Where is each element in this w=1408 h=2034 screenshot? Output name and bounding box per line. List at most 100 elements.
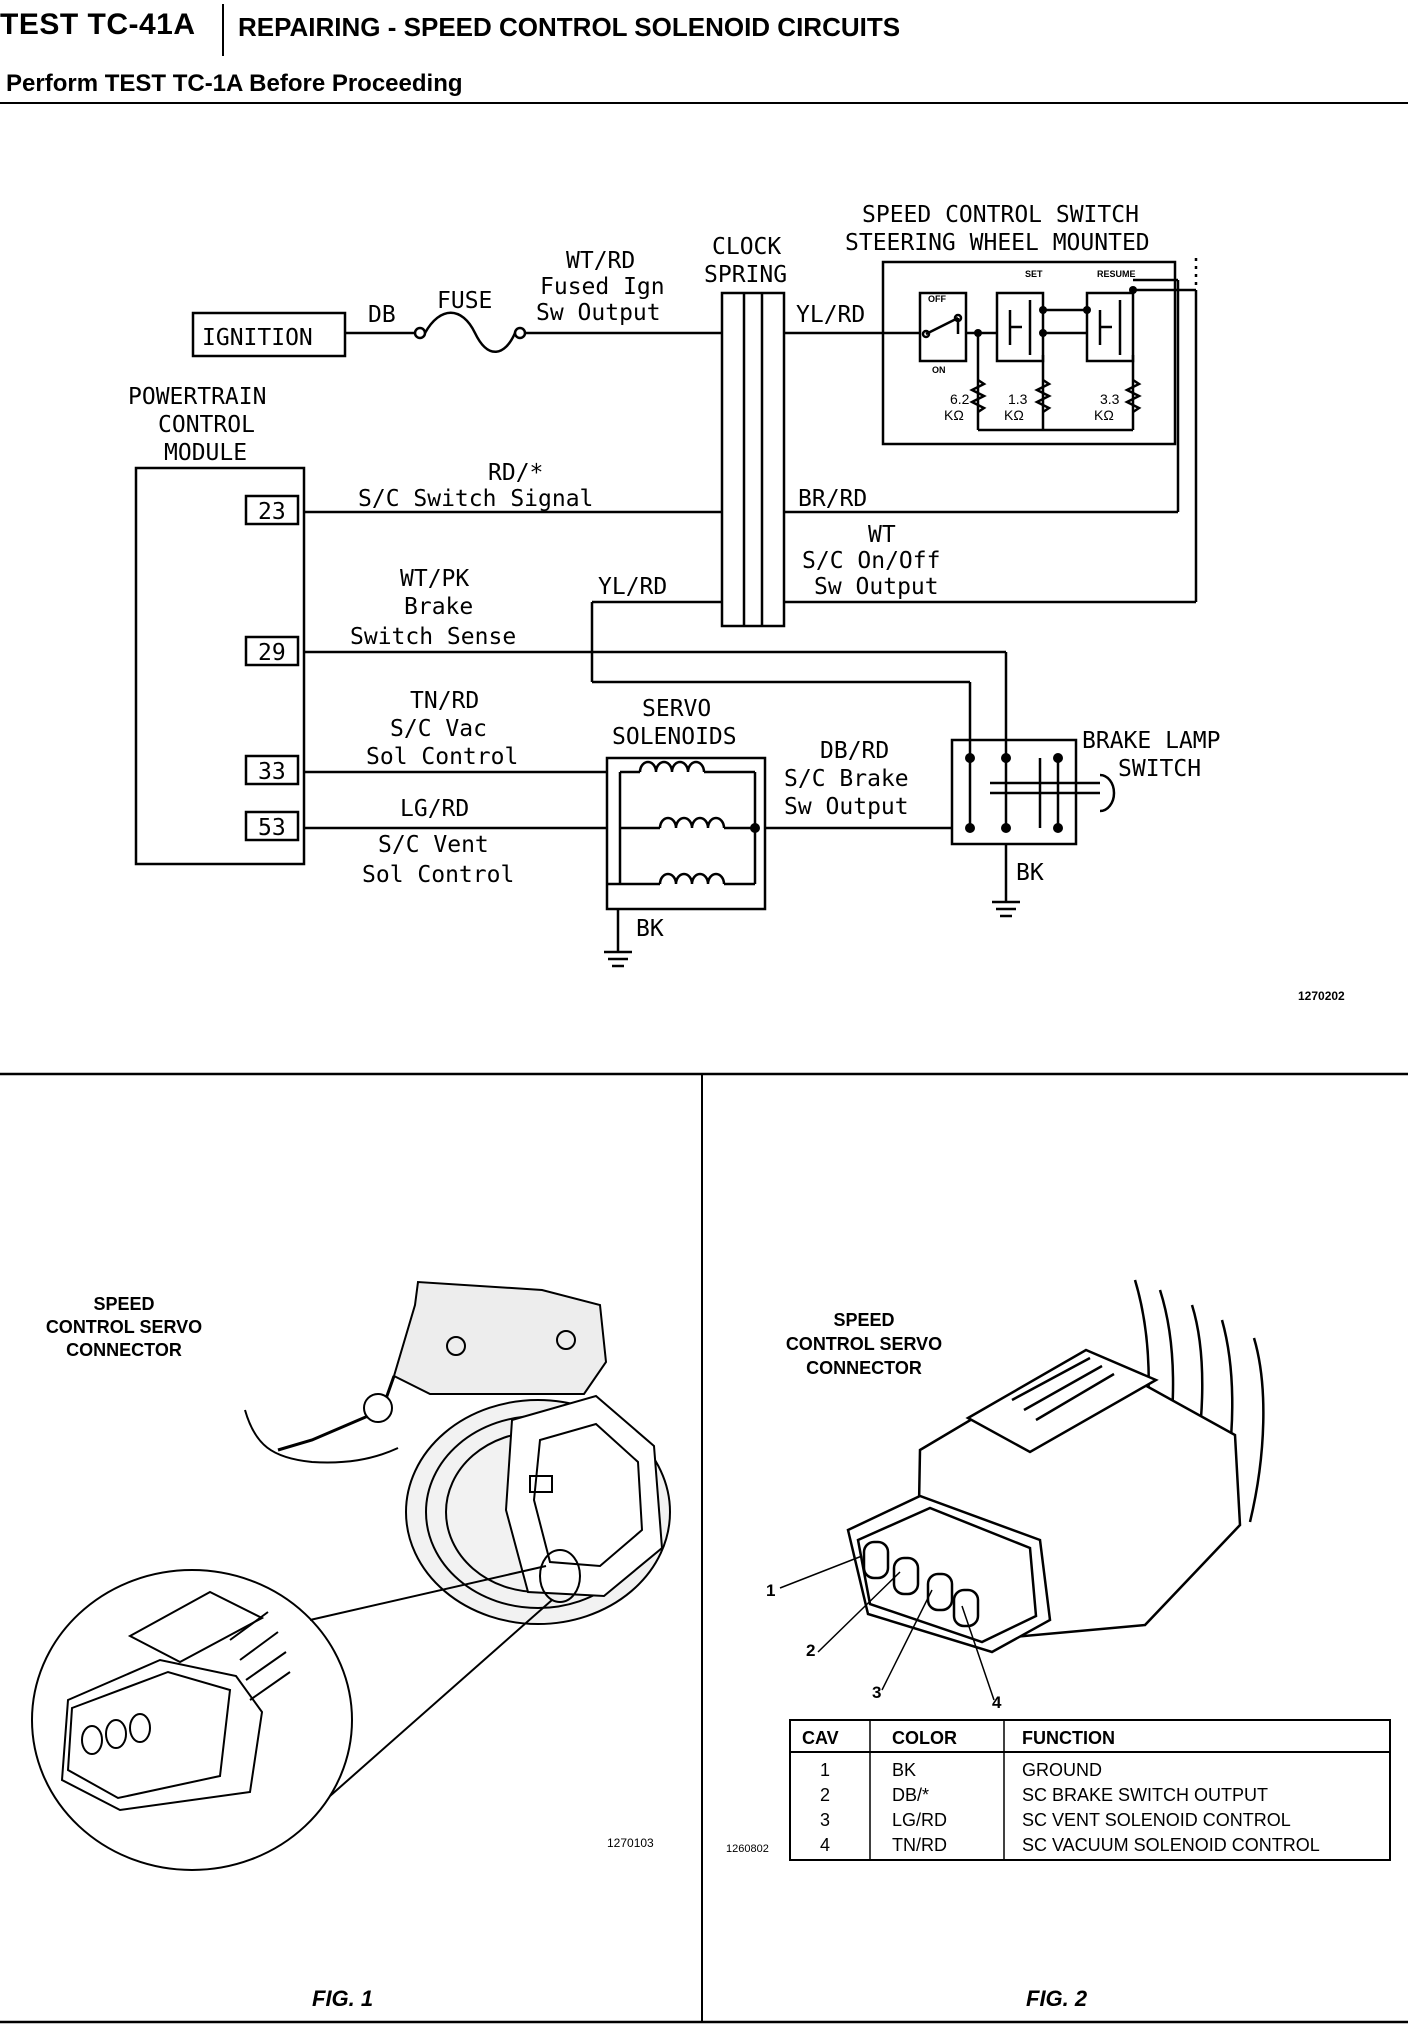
fig1-label-3: CONNECTOR [66, 1340, 182, 1360]
switch-title-2: STEERING WHEEL MOUNTED [845, 230, 1150, 256]
sw-set-label: SET [1025, 269, 1043, 279]
table-cell: LG/RD [892, 1810, 947, 1830]
sw-resume-label: RESUME [1097, 269, 1136, 279]
tn-rd-label: TN/RD [410, 688, 479, 714]
pcm-label-1: POWERTRAIN [128, 384, 266, 410]
table-header-function: FUNCTION [1022, 1728, 1115, 1748]
page-title: REPAIRING - SPEED CONTROL SOLENOID CIRCU… [238, 12, 901, 42]
pin-29: 29 [258, 640, 286, 666]
brake-lamp-label-1: BRAKE LAMP [1082, 728, 1220, 754]
fused-ign-color: WT/RD [566, 248, 635, 274]
r2-unit: KΩ [1004, 407, 1024, 423]
fig2-illustration [779, 1279, 1265, 1701]
sw-on-label: ON [932, 365, 946, 375]
sc-onoff-label-1: S/C On/Off [802, 548, 940, 574]
fig2-label-2: CONTROL SERVO [786, 1334, 942, 1354]
fig2-pin-4: 4 [992, 1693, 1002, 1712]
r1-value: 6.2 [950, 391, 970, 407]
yl-rd-top-label: YL/RD [796, 302, 865, 328]
fig1-label-2: CONTROL SERVO [46, 1317, 202, 1337]
fig2-pin-1: 1 [766, 1581, 775, 1600]
diagram-code: 1270202 [1298, 989, 1345, 1003]
brake-sense-label-1: Brake [404, 594, 473, 620]
ignition-box [191, 311, 347, 358]
table-header-cav: CAV [802, 1728, 839, 1748]
br-rd-label: BR/RD [798, 486, 867, 512]
sc-vent-label-2: Sol Control [362, 862, 514, 888]
r3-unit: KΩ [1094, 407, 1114, 423]
wt-label: WT [868, 522, 896, 548]
fused-ign-label: Fused Ign [540, 274, 665, 300]
header-rule [0, 102, 1408, 104]
clock-label: CLOCK [712, 234, 781, 260]
table-cell: SC BRAKE SWITCH OUTPUT [1022, 1785, 1268, 1805]
fig1-illustration [31, 1280, 671, 1871]
fig1-code: 1270103 [607, 1836, 654, 1850]
cavity-table [789, 1719, 1391, 1861]
spring-label: SPRING [704, 262, 787, 288]
fig2-label-1: SPEED [833, 1310, 894, 1330]
table-cell: SC VENT SOLENOID CONTROL [1022, 1810, 1291, 1830]
db-label: DB [368, 302, 396, 328]
bk-brake-label: BK [1016, 860, 1044, 886]
pcm-label-2: CONTROL [158, 412, 255, 438]
fused-ign-output: Sw Output [536, 300, 661, 326]
table-cell: 2 [820, 1785, 830, 1805]
brake-lamp-label-2: SWITCH [1118, 756, 1201, 782]
sc-vent-label-1: S/C Vent [378, 832, 489, 858]
header-divider [222, 4, 224, 56]
table-cell: 4 [820, 1835, 830, 1855]
pin-33: 33 [258, 759, 286, 785]
rd-star-label: RD/* [488, 460, 543, 486]
table-cell: BK [892, 1760, 916, 1780]
resume-switch [1085, 291, 1135, 363]
pin-23: 23 [258, 499, 286, 525]
servo-label-1: SERVO [642, 696, 711, 722]
r3-value: 3.3 [1100, 391, 1120, 407]
ignition-label: IGNITION [202, 325, 313, 351]
wt-pk-label: WT/PK [400, 566, 469, 592]
fig2-pin-2: 2 [806, 1641, 815, 1660]
pcm-label-3: MODULE [164, 440, 247, 466]
fig2-pin-3: 3 [872, 1683, 881, 1702]
servo-label-2: SOLENOIDS [612, 724, 737, 750]
r1-unit: KΩ [944, 407, 964, 423]
sc-brake-label-2: Sw Output [784, 794, 909, 820]
table-cell: 1 [820, 1760, 830, 1780]
off-on-switch [918, 291, 968, 363]
sc-switch-signal-label: S/C Switch Signal [358, 486, 593, 512]
set-switch [995, 291, 1045, 363]
table-cell: DB/* [892, 1785, 929, 1805]
fig2-label-3: CONNECTOR [806, 1358, 922, 1378]
sc-onoff-label-2: Sw Output [814, 574, 939, 600]
fig2-caption: FIG. 2 [1026, 1986, 1088, 2011]
db-rd-label: DB/RD [820, 738, 889, 764]
r2-value: 1.3 [1008, 391, 1028, 407]
bk-servo-label: BK [636, 916, 664, 942]
pin-53: 53 [258, 815, 286, 841]
table-header-color: COLOR [892, 1728, 957, 1748]
fig1-label-1: SPEED [93, 1294, 154, 1314]
table-cell: SC VACUUM SOLENOID CONTROL [1022, 1835, 1320, 1855]
table-cell: 3 [820, 1810, 830, 1830]
fuse-label: FUSE [437, 288, 492, 314]
fig2-code: 1260802 [726, 1843, 769, 1855]
switch-title-1: SPEED CONTROL SWITCH [862, 202, 1139, 228]
brake-sense-label-2: Switch Sense [350, 624, 516, 650]
clock-spring [720, 291, 786, 628]
lg-rd-label: LG/RD [400, 796, 469, 822]
servo-solenoids [605, 756, 767, 911]
table-cell: GROUND [1022, 1760, 1102, 1780]
powertrain-control-module [134, 466, 306, 866]
fig1-caption: FIG. 1 [312, 1986, 373, 2011]
table-cell: TN/RD [892, 1835, 947, 1855]
test-id: TEST TC-41A [0, 8, 196, 41]
sc-brake-label-1: S/C Brake [784, 766, 909, 792]
sc-vac-label-2: Sol Control [366, 744, 518, 770]
sw-off-label: OFF [928, 294, 946, 304]
speed-control-switch-box [881, 260, 1177, 446]
page-subtitle: Perform TEST TC-1A Before Proceeding [6, 70, 463, 97]
sc-vac-label-1: S/C Vac [390, 716, 487, 742]
yl-rd-mid-label: YL/RD [598, 574, 667, 600]
